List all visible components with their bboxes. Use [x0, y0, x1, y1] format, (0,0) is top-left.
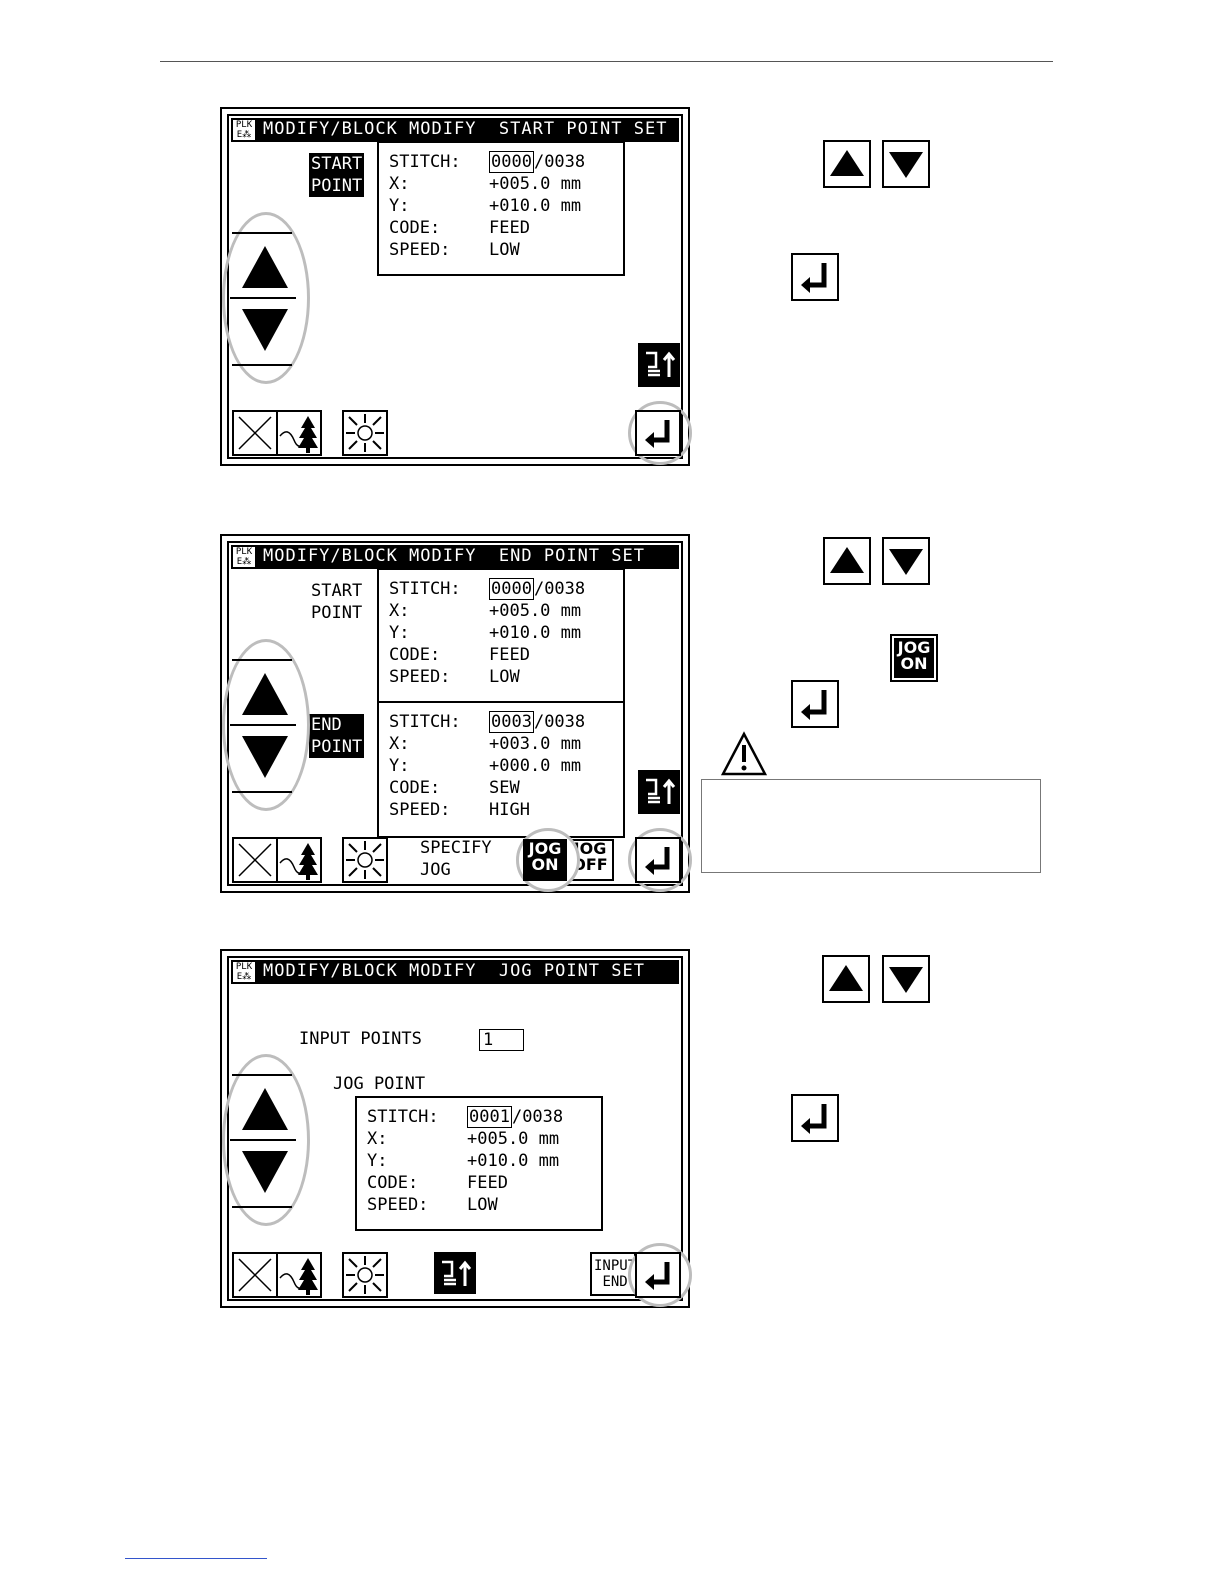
down-arrow-button[interactable] [242, 736, 288, 778]
arrow-pad [222, 1066, 298, 1236]
end-point-info: STITCH:0003/0038 X:+003.0 mm Y:+000.0 mm… [377, 701, 625, 838]
down-arrow-button[interactable] [242, 309, 288, 351]
arrow-highlight-circle [222, 212, 310, 384]
tree-button[interactable] [276, 1252, 322, 1298]
needle-up-icon [442, 1260, 472, 1286]
sun-arrows-icon [346, 1256, 384, 1294]
tree-button[interactable] [276, 837, 322, 883]
sun-arrows-icon [346, 414, 384, 452]
stitch-input[interactable]: 0000 [489, 151, 534, 173]
needle-up-button[interactable] [434, 1252, 476, 1294]
needle-up-icon [646, 778, 676, 804]
enter-icon [645, 420, 670, 448]
sun-arrows-icon [346, 841, 384, 879]
side-enter-button[interactable] [791, 1094, 839, 1142]
stitch-input[interactable]: 0000 [489, 578, 534, 600]
enter-icon [801, 263, 827, 293]
arrow-highlight-circle [222, 1054, 310, 1226]
close-icon [238, 843, 272, 877]
up-arrow-button[interactable] [242, 246, 288, 288]
arrow-highlight-circle [222, 639, 310, 811]
header-rule [160, 61, 1053, 62]
enter-icon [801, 1104, 827, 1134]
screen-title: MODIFY/BLOCK MODIFY START POINT SET [263, 119, 668, 139]
tree-icon [279, 1258, 318, 1295]
enter-highlight-circle [628, 828, 692, 892]
up-arrow-button[interactable] [242, 673, 288, 715]
zoom-button[interactable] [342, 837, 388, 883]
up-arrow-button[interactable] [242, 1088, 288, 1130]
caution-icon [720, 731, 768, 777]
enter-button[interactable] [635, 410, 681, 456]
side-down-arrow-button[interactable] [882, 537, 930, 585]
enter-button[interactable] [635, 1252, 681, 1298]
enter-button[interactable] [635, 837, 681, 883]
cancel-button[interactable] [232, 837, 278, 883]
stitch-input[interactable]: 0001 [467, 1106, 512, 1128]
caution-box [701, 779, 1041, 873]
zoom-button[interactable] [342, 1252, 388, 1298]
tree-icon [279, 843, 318, 880]
arrow-pad [222, 224, 298, 394]
enter-highlight-circle [628, 401, 692, 465]
side-enter-button[interactable] [791, 253, 839, 301]
needle-up-button[interactable] [638, 770, 680, 814]
cancel-button[interactable] [232, 1252, 278, 1298]
down-arrow-icon [889, 967, 923, 993]
down-arrow-icon [889, 152, 923, 178]
screen-title: MODIFY/BLOCK MODIFY END POINT SET [263, 546, 645, 566]
input-points-label: INPUT POINTS [299, 1029, 422, 1049]
side-enter-button[interactable] [791, 680, 839, 728]
close-icon [238, 416, 272, 450]
enter-icon [645, 1262, 670, 1290]
jog-point-label: JOG POINT [333, 1074, 426, 1094]
side-up-arrow-button[interactable] [823, 140, 871, 188]
needle-up-button[interactable] [638, 343, 680, 387]
screen-title: MODIFY/BLOCK MODIFY JOG POINT SET [263, 961, 645, 981]
footer-link-underline [125, 1558, 267, 1559]
close-icon [238, 1258, 272, 1292]
up-arrow-icon [830, 547, 864, 573]
tree-button[interactable] [276, 410, 322, 456]
start-point-info: STITCH:0000/0038 X:+005.0 mm Y:+010.0 mm… [377, 141, 625, 276]
down-arrow-button[interactable] [242, 1151, 288, 1193]
up-arrow-icon [830, 150, 864, 176]
down-arrow-icon [889, 549, 923, 575]
end-point-label: END POINT [309, 714, 365, 758]
side-down-arrow-button[interactable] [882, 955, 930, 1003]
side-up-arrow-button[interactable] [823, 537, 871, 585]
enter-icon [645, 847, 670, 875]
side-up-arrow-button[interactable] [822, 955, 870, 1003]
input-points-field[interactable]: 1 [479, 1029, 524, 1051]
side-down-arrow-button[interactable] [882, 140, 930, 188]
tree-icon [279, 416, 318, 453]
needle-up-icon [646, 351, 676, 377]
jog-point-info: STITCH:0001/0038 X:+005.0 mm Y:+010.0 mm… [355, 1096, 603, 1231]
arrow-pad [222, 651, 298, 821]
zoom-button[interactable] [342, 410, 388, 456]
up-arrow-icon [829, 965, 863, 991]
stitch-input[interactable]: 0003 [489, 711, 534, 733]
cancel-button[interactable] [232, 410, 278, 456]
enter-icon [801, 690, 827, 720]
start-point-info: STITCH:0000/0038 X:+005.0 mm Y:+010.0 mm… [377, 568, 625, 705]
